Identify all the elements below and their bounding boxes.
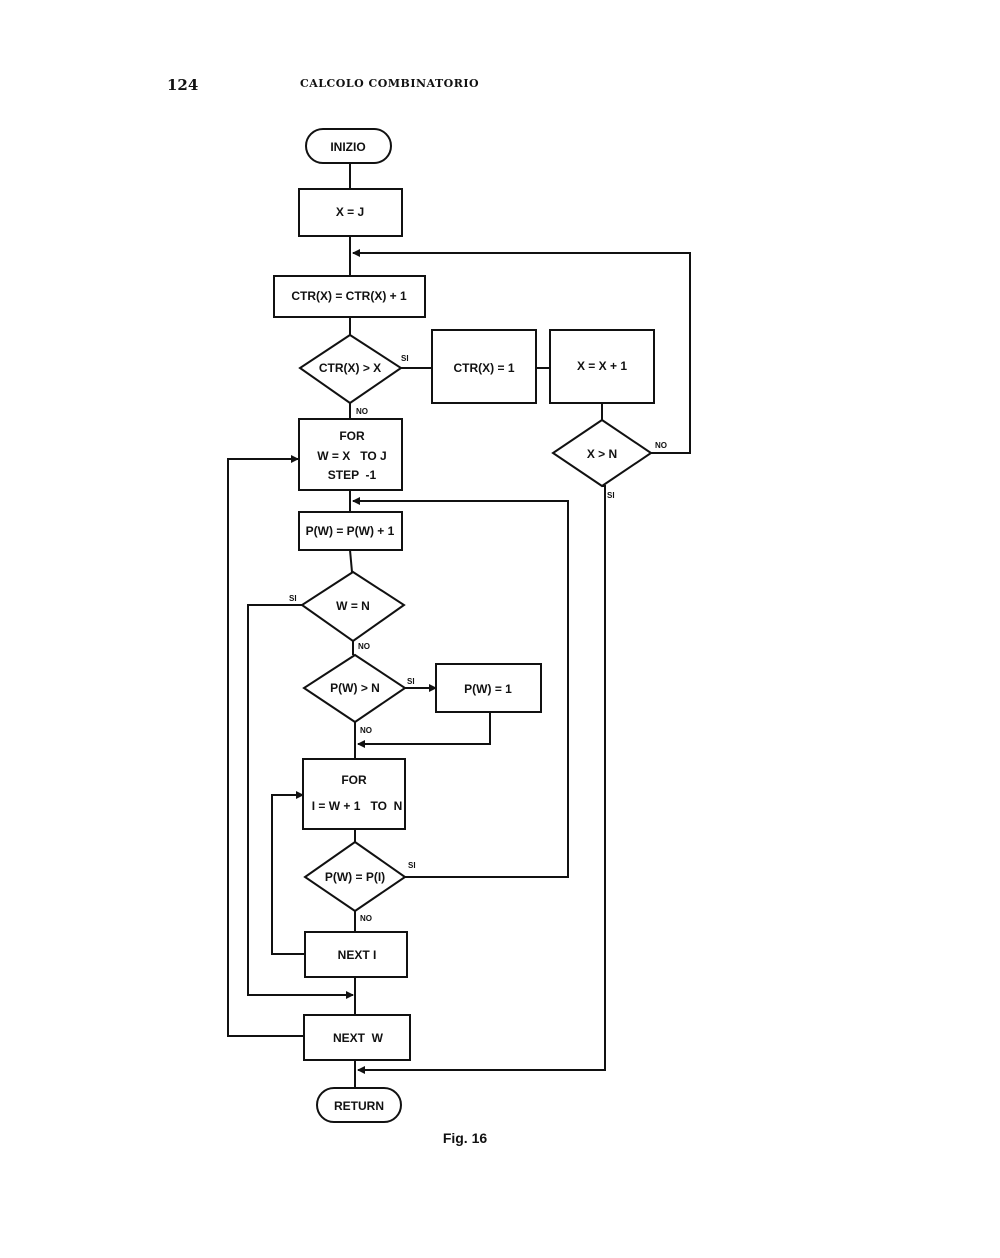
yes-label-x: SI xyxy=(607,491,615,500)
next-w-label: NEXT W xyxy=(333,1031,384,1045)
yes-label-wn: SI xyxy=(289,594,297,603)
start-label: INIZIO xyxy=(330,140,365,154)
for-i-line-2: I = W + 1 TO N xyxy=(312,799,402,813)
yes-label-pwn: SI xyxy=(407,677,415,686)
for-w-line-3: STEP -1 xyxy=(328,468,377,482)
line-wn-yes xyxy=(247,604,354,999)
no-label-wn: NO xyxy=(358,642,370,651)
assign-x-box: X = J xyxy=(298,188,403,237)
for-i-box: FOR I = W + 1 TO N xyxy=(302,758,406,830)
line-nextw-loop xyxy=(227,455,304,1037)
inc-ctr-box: CTR(X) = CTR(X) + 1 xyxy=(273,275,426,318)
test-ctr-label: CTR(X) > X xyxy=(319,361,381,375)
page-header: 124 CALCOLO COMBINATORIO xyxy=(0,76,1000,96)
no-label-pwn: NO xyxy=(360,726,372,735)
for-w-box: FOR W = X TO J STEP -1 xyxy=(298,418,403,491)
line-pwpi-yes xyxy=(352,497,569,878)
yes-label-pwpi: SI xyxy=(408,861,416,870)
reset-ctr-label: CTR(X) = 1 xyxy=(453,361,514,375)
end-label: RETURN xyxy=(334,1099,384,1113)
test-wn-label: W = N xyxy=(336,599,370,613)
test-x-label: X > N xyxy=(587,447,617,461)
next-w-box: NEXT W xyxy=(303,1014,411,1061)
line-nexti-loop xyxy=(271,791,305,955)
line-resetpw-return xyxy=(357,712,491,748)
inc-pw-label: P(W) = P(W) + 1 xyxy=(306,524,395,538)
line-pw-to-wn xyxy=(349,549,353,573)
reset-pw-label: P(W) = 1 xyxy=(464,682,512,696)
line-testx-no-loop xyxy=(352,249,691,454)
no-label-ctr: NO xyxy=(356,407,368,416)
yes-label-ctr: SI xyxy=(401,354,409,363)
for-i-line-1: FOR xyxy=(341,773,367,787)
next-i-label: NEXT I xyxy=(338,948,377,962)
inc-x-box: X = X + 1 xyxy=(549,329,655,404)
end-node: RETURN xyxy=(316,1087,402,1123)
branch-labels: SI NO NO SI SI NO SI NO SI NO xyxy=(289,354,667,923)
test-ctr-diamond: CTR(X) > X xyxy=(298,333,403,405)
figure-caption: Fig. 16 xyxy=(443,1130,488,1146)
inc-pw-box: P(W) = P(W) + 1 xyxy=(298,511,403,551)
reset-pw-box: P(W) = 1 xyxy=(435,663,542,713)
assign-x-label: X = J xyxy=(336,205,364,219)
test-wn-diamond: W = N xyxy=(300,570,406,643)
for-w-line-1: FOR xyxy=(339,429,365,443)
page-title: CALCOLO COMBINATORIO xyxy=(300,77,480,90)
inc-ctr-label: CTR(X) = CTR(X) + 1 xyxy=(291,289,407,303)
test-pwn-diamond: P(W) > N xyxy=(302,653,407,724)
connectors xyxy=(227,163,691,1088)
inc-x-label: X = X + 1 xyxy=(577,359,627,373)
no-label-pwpi: NO xyxy=(360,914,372,923)
page-number: 124 xyxy=(167,76,199,94)
next-i-box: NEXT I xyxy=(304,931,408,978)
no-label-x: NO xyxy=(655,441,667,450)
test-x-diamond: X > N xyxy=(551,418,653,488)
start-node: INIZIO xyxy=(305,128,392,164)
for-w-line-2: W = X TO J xyxy=(317,449,386,463)
test-pwpi-diamond: P(W) = P(I) xyxy=(303,840,407,913)
test-pwpi-label: P(W) = P(I) xyxy=(325,870,385,884)
reset-ctr-box: CTR(X) = 1 xyxy=(431,329,537,404)
test-pwn-label: P(W) > N xyxy=(330,681,380,695)
